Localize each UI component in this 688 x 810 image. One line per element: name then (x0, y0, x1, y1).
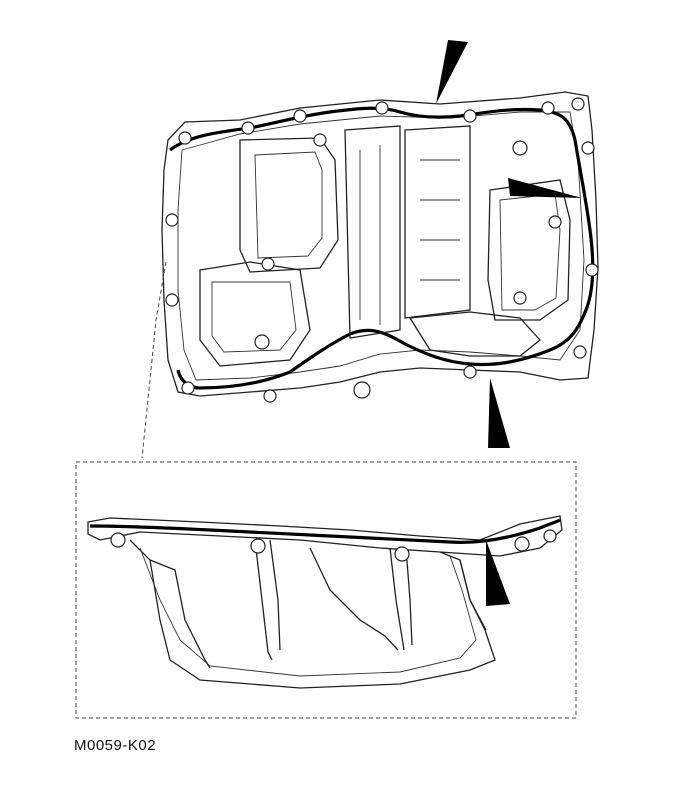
arrow-bottom (488, 378, 510, 448)
gasket-bead-side (89, 518, 561, 544)
bolt-holes-top (165, 97, 599, 403)
oil-pan-side-view (87, 515, 563, 689)
arrow-right (508, 178, 582, 198)
oil-pan-top-view (161, 91, 599, 403)
detail-leader-line (141, 261, 167, 459)
arrow-detail (486, 540, 510, 606)
gasket-bead-top (169, 106, 595, 390)
figure-reference-code: M0059-K02 (74, 737, 157, 754)
arrow-top (436, 40, 468, 104)
